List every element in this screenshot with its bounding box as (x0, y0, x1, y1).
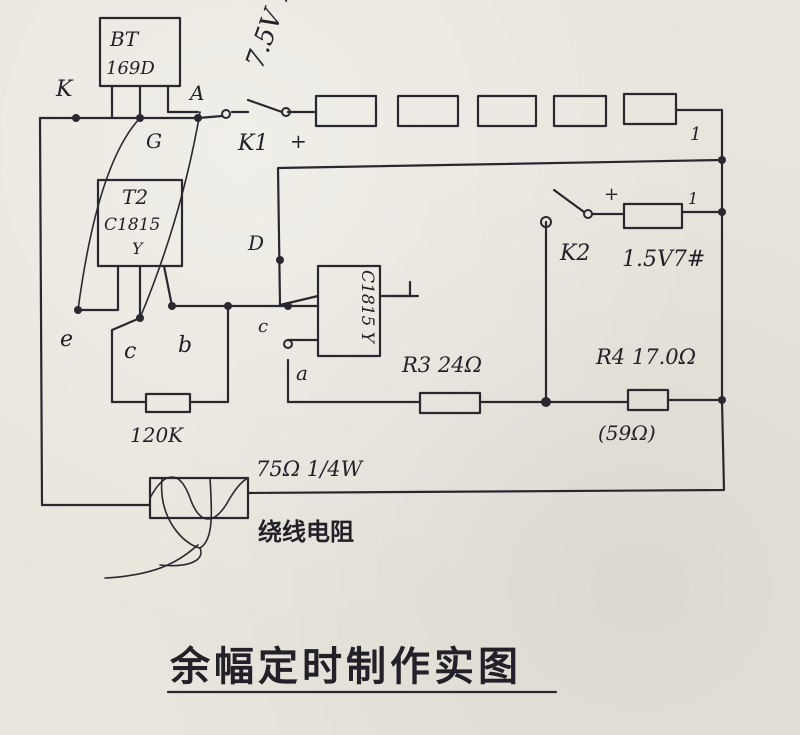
ic-pin-c-label: c (258, 316, 268, 337)
t2-label-2: C1815 (104, 215, 160, 235)
terminal-k-label: K (55, 77, 74, 102)
r4-label: R4 17.0Ω (595, 345, 696, 369)
ic-pin-d-label: D (247, 231, 264, 255)
battery-cell-5 (622, 92, 678, 126)
node-right-battery2 (718, 208, 726, 216)
wire-right-top (674, 108, 724, 402)
bt169d-box (98, 16, 182, 88)
ic-part-label: C1815 Y (357, 270, 377, 345)
wire-ic-r3 (286, 358, 422, 404)
ic-ground-lead (378, 280, 412, 298)
node-k (72, 114, 80, 122)
node-ic-d (276, 256, 284, 264)
node-b-junction (224, 302, 232, 310)
bt-label-2: 169D (106, 58, 155, 79)
node-e (74, 306, 82, 314)
diagram-title: 余幅定时制作实图 (169, 643, 522, 690)
wire-g-a (138, 114, 224, 120)
k2-plus-label: + (604, 184, 619, 205)
battery2-voltage-label: 1.5V7# (622, 247, 705, 272)
node-a (194, 114, 202, 122)
bt-label-1: BT (109, 27, 140, 51)
wirewound-loop (160, 477, 213, 549)
wirewound-name-label: 绕线电阻 (258, 517, 354, 546)
res-120k-label: 120K (130, 423, 184, 447)
wires (38, 84, 726, 579)
battery-cell-4 (552, 94, 608, 128)
node-b (168, 302, 176, 310)
wire-a-to-c (139, 111, 201, 319)
battery-2 (622, 202, 684, 230)
battery-cell-1 (314, 94, 378, 128)
k1-plus-label: + (290, 129, 307, 153)
terminals (72, 107, 726, 407)
wirewound-value-label: 75Ω 1/4W (256, 457, 365, 481)
t2-lead-e (76, 264, 120, 312)
battery-cell-2 (396, 94, 460, 128)
wirewound-resistor (148, 476, 250, 520)
node-k1-pivot (281, 107, 291, 117)
node-k1-open (221, 109, 231, 119)
wire-c-120k (110, 316, 148, 404)
k2-switch-blade (552, 188, 586, 214)
r3-label: R3 24Ω (401, 353, 482, 377)
node-k2-pivot (583, 209, 593, 219)
node-ic-c (284, 302, 292, 310)
bt-lead-a (166, 84, 200, 114)
r4-alt-label: (59Ω) (598, 421, 656, 445)
t2-label-3: Y (132, 239, 144, 258)
resistor-120k (144, 392, 192, 414)
switch-k1-label: K1 (237, 131, 268, 156)
wire-left-frame (38, 116, 152, 507)
terminal-a-label: A (188, 81, 204, 105)
node-right-r4 (718, 396, 726, 404)
switch-k2-label: K2 (559, 241, 590, 266)
t2-lead-b (162, 264, 284, 308)
battery-end-mark: 1 (690, 124, 701, 145)
node-r3-r4 (541, 397, 551, 407)
components (96, 16, 684, 549)
resistor-r3 (418, 391, 482, 415)
node-g (136, 114, 144, 122)
battery2-end-mark: 1 (688, 189, 698, 208)
t2-box (96, 178, 184, 268)
wire-bottom-return (246, 398, 726, 495)
ic-pin-a-label: a (296, 361, 308, 385)
t2-label-1: T2 (122, 185, 148, 209)
wire-g-to-e (77, 117, 141, 311)
terminal-g-label: G (146, 129, 162, 153)
node-right-bus (718, 156, 726, 164)
wire-mid-bus (276, 158, 724, 307)
wire-tail-1 (104, 544, 199, 579)
wire-tail-2 (159, 547, 202, 567)
k1-switch-blade (246, 98, 284, 114)
battery-cell-3 (476, 94, 538, 128)
node-c (136, 314, 144, 322)
resistor-r4 (626, 388, 670, 412)
node-ic-a (283, 339, 293, 349)
wire-120k-b (188, 304, 230, 404)
pin-b-label: b (178, 333, 192, 358)
pin-e-label: e (60, 327, 73, 352)
node-k2-open (540, 216, 552, 228)
pin-c-label: c (124, 339, 136, 364)
ic-box (316, 264, 382, 358)
wirewound-coil (149, 476, 249, 520)
battery-voltage-label: 7.5V 7# (240, 0, 305, 72)
